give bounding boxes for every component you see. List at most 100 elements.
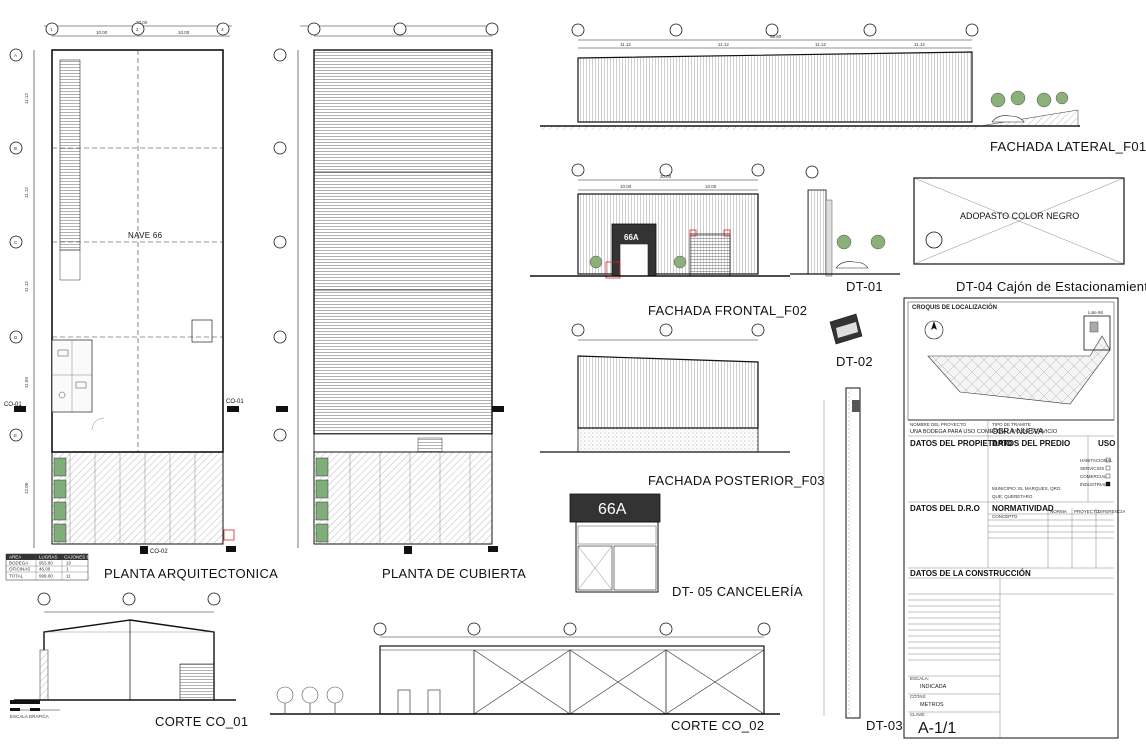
municipio: MUNICIPIO: EL MARQUES, QRO. [992, 486, 1062, 491]
dim-front-total: 20.00 [660, 174, 672, 179]
dim-lat-a: 11.12 [620, 42, 631, 47]
cotas-label: COTAS: [910, 694, 926, 699]
cut-co01-left: CO-01 [4, 402, 22, 408]
construccion-heading: DATOS DE LA CONSTRUCCIÓN [910, 569, 1031, 578]
axis-label-row-c: C [14, 240, 18, 245]
cotas-value: METROS [920, 702, 944, 708]
uso-heading: USO [1098, 439, 1115, 448]
view-title-planta-arq: PLANTA ARQUITECTONICA [104, 566, 278, 581]
tipo-label: TIPO DE TRAMITE [992, 422, 1031, 427]
unit-number-dt05: 66A [598, 501, 627, 518]
area-cell: 953.00 [39, 561, 53, 566]
axis-label-row-e: E [14, 433, 17, 438]
view-title-planta-cub: PLANTA DE CUBIERTA [382, 566, 526, 581]
view-title-fachada-lateral: FACHADA LATERAL_F01 [990, 139, 1146, 154]
norm-col: CONCEPTO [992, 514, 1018, 519]
clave-label: CLAVE: [910, 712, 926, 717]
predio-heading: DATOS DEL PREDIO [992, 439, 1070, 448]
svg-text:11.12: 11.12 [24, 187, 29, 198]
escala-grafica-label: ESCALA GRAFICA [10, 714, 49, 719]
detail-dt03 [823, 387, 861, 719]
lote-label: Lote 66 [1088, 310, 1104, 315]
planta-cubierta [273, 22, 504, 554]
label-nave: NAVE 66 [128, 231, 163, 240]
dim-front-half-b: 10.00 [705, 184, 717, 189]
cut-co02-bottom: CO-02 [150, 549, 168, 555]
area-cell: BODEGA [9, 561, 28, 566]
dim-lat-d: 11.12 [914, 42, 925, 47]
svg-text:11.59: 11.59 [24, 377, 29, 388]
dim-lat-c: 11.12 [815, 42, 826, 47]
area-cell: 1 [66, 567, 69, 572]
detail-dt02 [829, 313, 863, 345]
axis-bubbles-rows [9, 48, 23, 442]
view-title-corte-02: CORTE CO_02 [671, 718, 764, 733]
axis-label-col-3: 3 [221, 27, 224, 32]
view-title-corte-01: CORTE CO_01 [155, 714, 248, 729]
svg-text:10.00: 10.00 [178, 30, 190, 35]
axis-bubbles-cols [45, 22, 230, 36]
svg-text:12.00: 12.00 [24, 482, 29, 494]
proyecto-label: NOMBRE DEL PROYECTO [910, 422, 967, 427]
uso-option: HABITACIONAL [1080, 458, 1113, 463]
axis-label-row-b: B [14, 146, 17, 151]
title-block [903, 297, 1119, 739]
norm-col: NORMA [1050, 509, 1067, 514]
uso-option: INDUSTRIAL [1080, 482, 1107, 487]
fachada-lateral [540, 23, 1080, 130]
axis-label-row-d: D [14, 335, 18, 340]
dim-lat-b: 11.12 [718, 42, 729, 47]
axis-label-row-a: A [14, 53, 17, 58]
cut-co01-right: CO-01 [226, 399, 244, 405]
axis-label-col-2: 2 [136, 27, 139, 32]
area-cell: 46.00 [39, 567, 51, 572]
unit-number-frontal: 66A [624, 233, 639, 242]
propietario-heading: DATOS DEL PROPIETARIO [910, 439, 1012, 448]
dim-front-half-a: 10.00 [620, 184, 632, 189]
planta-arquitectonica: 10.00 10.00 20.00 11.12 11.12 11.12 11.5… [9, 20, 239, 554]
norm-col: DIFERENCIA [1098, 509, 1125, 514]
croquis-title: CROQUIS DE LOCALIZACIÓN [912, 303, 997, 311]
fachada-posterior [540, 323, 790, 453]
tipo-value: OBRA NUEVA [992, 427, 1044, 436]
area-cell: 11 [66, 574, 71, 579]
escala-value: INDICADA [920, 684, 947, 690]
area-header-1: LUGRAS [39, 555, 58, 560]
detail-dt04 [913, 177, 1125, 265]
area-cell: 999.00 [39, 574, 53, 579]
view-title-dt05: DT- 05 CANCELERÍA [672, 584, 803, 599]
svg-text:11.12: 11.12 [24, 93, 29, 104]
fecha: QUE: QUERETARO [992, 494, 1033, 499]
dim-lat-total: 55.60 [770, 34, 782, 39]
area-table [5, 553, 89, 581]
view-title-dt04: DT-04 Cajón de Estacionamiento [956, 279, 1146, 294]
clave-value: A-1/1 [918, 720, 956, 737]
proyecto-name: UNA BODEGA PARA USO COMERCIAL Y/O DE SER… [910, 429, 1058, 435]
area-header-0: AREA [9, 555, 21, 560]
uso-option: COMERCIAL [1080, 474, 1107, 479]
normatividad-heading: NORMATIVIDAD [992, 504, 1054, 513]
area-cell: 10 [66, 561, 72, 566]
view-title-dt01: DT-01 [846, 279, 883, 294]
escala-label: ESCALA: [910, 676, 929, 681]
dro-heading: DATOS DEL D.R.O [910, 504, 980, 513]
view-title-dt03: DT-03 [866, 718, 903, 733]
detail-dt05 [569, 493, 661, 593]
area-cell: OFICINAS [9, 567, 30, 572]
svg-text:10.00: 10.00 [96, 30, 108, 35]
area-cell: TOTAL [9, 574, 24, 579]
view-title-dt02: DT-02 [836, 354, 873, 369]
svg-text:20.00: 20.00 [136, 20, 148, 25]
parking-green-squares [53, 457, 67, 543]
view-title-fachada-frontal: FACHADA FRONTAL_F02 [648, 303, 807, 318]
uso-option: SERVICIOS [1080, 466, 1104, 471]
svg-text:11.12: 11.12 [24, 281, 29, 292]
tree-icon [276, 686, 344, 714]
adopasto-label: ADOPASTO COLOR NEGRO [960, 211, 1079, 221]
corte-co02 [270, 622, 780, 715]
detail-dt01 [790, 165, 900, 277]
area-header-2: CAJONES EST [64, 555, 96, 560]
fachada-frontal [530, 163, 790, 279]
tree-icon [990, 90, 1069, 108]
axis-label-col-1: 1 [50, 27, 53, 32]
